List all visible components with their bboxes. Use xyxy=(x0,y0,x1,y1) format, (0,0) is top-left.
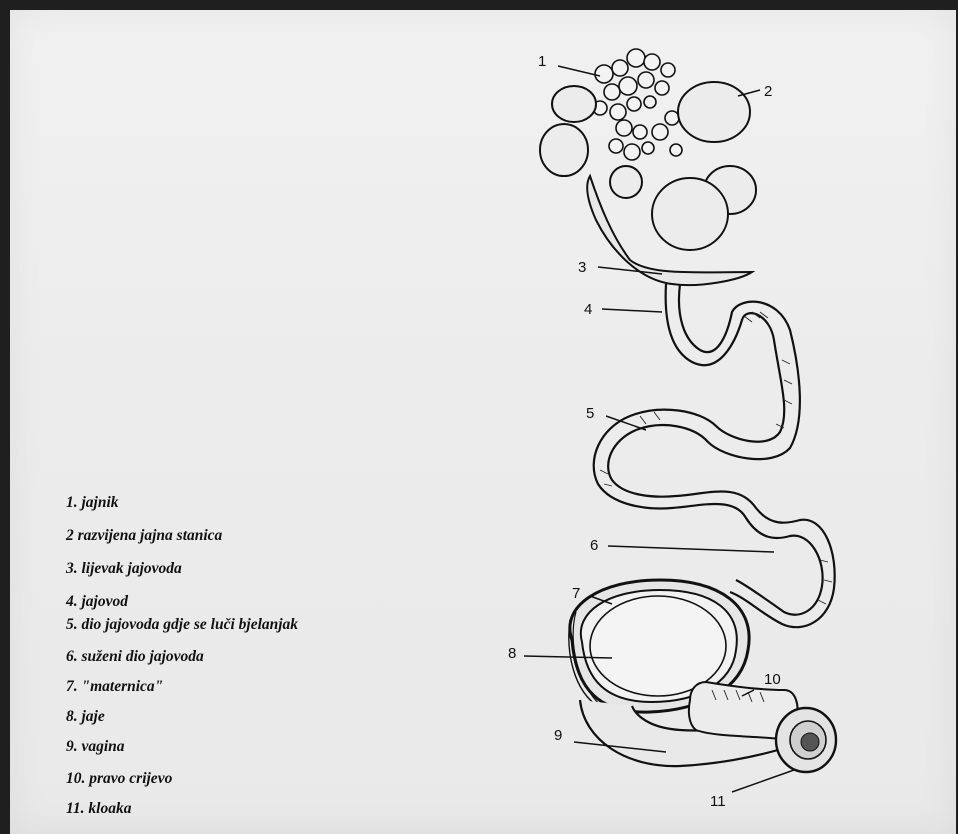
egg xyxy=(590,596,726,696)
legend-item-isthmus: 6. suženi dio jajovoda xyxy=(66,648,204,666)
legend-item-developed-ovum: 2 razvijena jajna stanica xyxy=(66,527,222,545)
legend-item-ovary: 1. jajnik xyxy=(66,494,119,512)
callout-11: 11 xyxy=(710,793,726,810)
callout-9: 9 xyxy=(554,727,562,744)
cloaca xyxy=(776,708,836,772)
legend-item-cloaca: 11. kloaka xyxy=(66,800,131,818)
callout-3: 3 xyxy=(578,259,586,276)
callout-5: 5 xyxy=(586,405,594,422)
legend-item-vagina: 9. vagina xyxy=(66,738,125,756)
legend-item-rectum: 10. pravo crijevo xyxy=(66,770,172,788)
callout-2: 2 xyxy=(764,83,772,100)
callout-4: 4 xyxy=(584,301,592,318)
legend-item-infundibulum: 3. lijevak jajovoda xyxy=(66,560,182,578)
tube-hatching xyxy=(600,312,832,604)
callout-10: 10 xyxy=(764,671,781,688)
legend-item-egg: 8. jaje xyxy=(66,708,105,726)
legend-item-oviduct: 4. jajovod xyxy=(66,593,128,611)
oviduct-tube xyxy=(594,284,835,627)
legend-item-uterus: 7. "maternica" xyxy=(66,678,163,696)
callout-7: 7 xyxy=(572,585,580,602)
callout-1: 1 xyxy=(538,53,546,70)
callout-6: 6 xyxy=(590,537,598,554)
ovary-cluster xyxy=(593,49,682,160)
callout-8: 8 xyxy=(508,645,516,662)
legend-item-magnum: 5. dio jajovoda gdje se luči bjelanjak xyxy=(66,616,298,634)
